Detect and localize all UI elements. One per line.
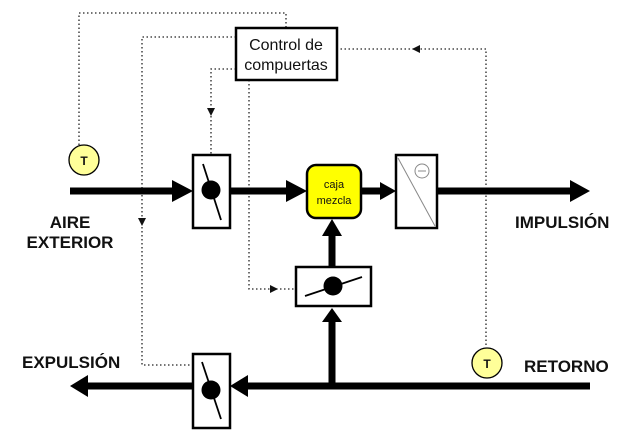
return-temperature-sensor: T <box>471 347 503 379</box>
arrow-to-mixing <box>286 180 307 202</box>
control-box-line1: Control de <box>249 37 323 54</box>
arrow-right-recirc-signal <box>270 285 278 293</box>
minus-circle-icon <box>414 163 430 179</box>
signal-return-sensor <box>337 48 487 349</box>
arrow-outdoor-air <box>172 180 193 202</box>
arrow-recirc-upper <box>322 219 342 236</box>
outdoor-sensor-label: T <box>80 154 88 168</box>
arrow-exhaust <box>70 375 88 397</box>
filter-unit <box>394 153 439 230</box>
return-sensor-label: T <box>483 357 491 371</box>
arrow-supply <box>570 180 590 202</box>
mixing-box-line2: mezcla <box>317 195 353 207</box>
arrow-left-return-signal <box>412 45 420 53</box>
label-expulsion: EXPULSIÓN <box>22 353 120 372</box>
mixing-box: caja mezcla <box>305 163 363 220</box>
arrow-recirc-lower <box>322 308 342 322</box>
arrow-return-to-exhaust <box>230 375 248 397</box>
outdoor-air-damper <box>191 153 232 230</box>
label-aire: AIRE <box>50 213 91 232</box>
label-retorno: RETORNO <box>524 357 609 376</box>
arrow-to-filter <box>380 182 396 200</box>
outdoor-temperature-sensor: T <box>68 144 100 176</box>
recirculation-damper <box>294 265 373 308</box>
exhaust-damper <box>191 352 232 430</box>
mixing-box-line1: caja <box>324 179 345 191</box>
label-exterior: EXTERIOR <box>27 233 114 252</box>
control-box-line2: compuertas <box>244 57 328 74</box>
arrow-down-outdoor-signal <box>207 108 215 116</box>
control-box: Control de compuertas <box>234 26 339 82</box>
label-impulsion: IMPULSIÓN <box>515 213 609 232</box>
signal-recirc-damper <box>248 80 296 290</box>
arrow-down-exhaust-signal <box>138 218 146 226</box>
signal-outdoor-damper <box>210 68 236 155</box>
